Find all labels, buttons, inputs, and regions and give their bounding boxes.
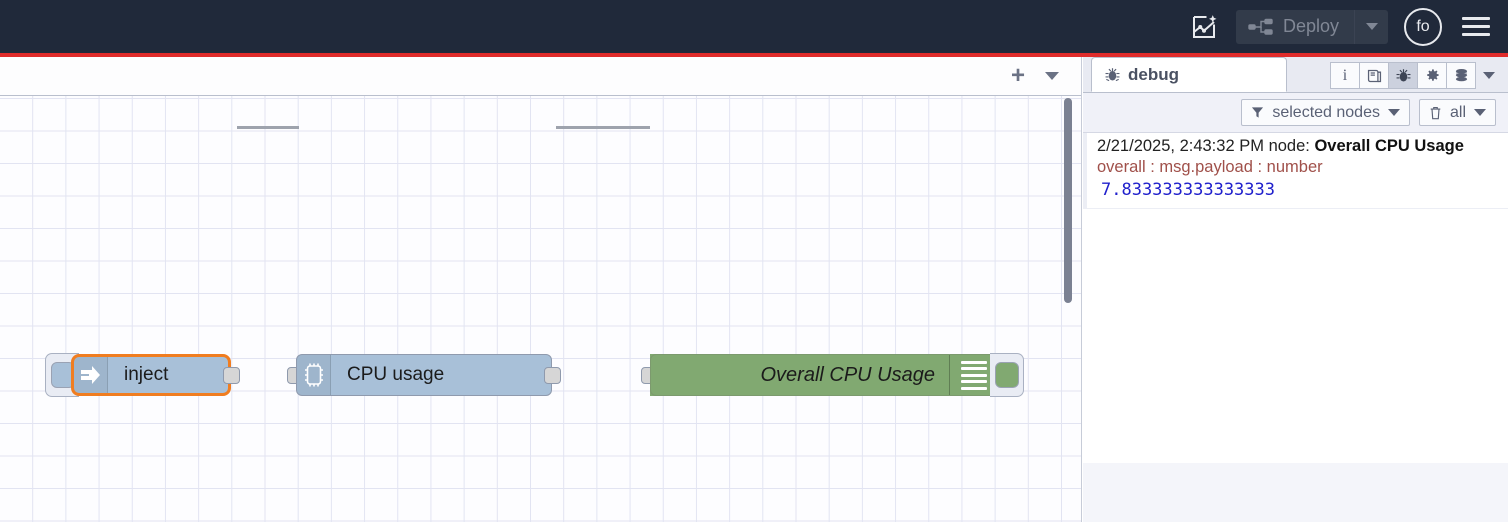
flow-workspace: + i (0, 57, 1082, 522)
flow-tabbar: + (0, 57, 1081, 96)
node-debug-label: Overall CPU Usage (760, 363, 935, 386)
context-data-icon[interactable] (1446, 62, 1476, 89)
debug-line (960, 360, 987, 364)
right-sidebar: debug i (1083, 57, 1508, 522)
debug-message-node-name[interactable]: Overall CPU Usage (1314, 137, 1464, 155)
debug-enable-toggle-button[interactable] (990, 353, 1024, 397)
node-cpu-output-port[interactable] (544, 367, 561, 384)
deploy-node-icon (1248, 18, 1274, 36)
flow-sparkle-icon[interactable] (1184, 7, 1224, 47)
node-cpu-usage[interactable]: CPU usage (287, 354, 561, 396)
hamburger-menu-icon[interactable] (1462, 12, 1490, 41)
node-cpu-body[interactable]: CPU usage (296, 354, 552, 396)
chevron-down-icon (1483, 72, 1495, 79)
header-accent-line (0, 53, 1508, 57)
debug-message-value: 7.833333333333333 (1101, 180, 1275, 200)
filter-icon (1251, 106, 1264, 119)
microchip-icon (297, 355, 331, 395)
wire-inject-to-cpu (237, 126, 299, 129)
debug-message-node-prefix: node: (1268, 137, 1315, 155)
debug-enable-square (994, 362, 1019, 388)
hamburger-bar (1462, 25, 1490, 28)
debug-message-topic: overall : msg.payload : number (1097, 158, 1323, 176)
sidebar-tool-buttons: i (1330, 62, 1508, 92)
debug-line (960, 373, 987, 377)
node-cpu-label: CPU usage (347, 364, 445, 385)
app-header: Deploy fo (0, 0, 1508, 53)
node-inject-label: inject (124, 364, 169, 385)
avatar-initials: fo (1416, 17, 1430, 35)
tab-debug-label: debug (1128, 64, 1179, 84)
inject-trigger-square (50, 362, 75, 388)
wire-cpu-to-debug (556, 126, 650, 129)
canvas-vertical-scrollbar[interactable] (1064, 98, 1072, 303)
chevron-down-icon (1387, 109, 1400, 116)
node-debug-body[interactable]: Overall CPU Usage (650, 354, 998, 396)
node-inject[interactable]: inject (45, 353, 240, 397)
debug-bug-icon[interactable] (1388, 62, 1418, 89)
hamburger-bar (1462, 33, 1490, 36)
flow-tab-menu-button[interactable] (1035, 61, 1069, 91)
debug-message-timestamp: 2/21/2025, 2:43:32 PM (1097, 137, 1264, 155)
debug-message-row[interactable]: 2/21/2025, 2:43:32 PM node: Overall CPU … (1083, 133, 1508, 209)
debug-line (960, 386, 987, 390)
library-book-icon[interactable] (1359, 62, 1389, 89)
debug-lines-icon (949, 355, 997, 395)
trash-icon (1429, 106, 1442, 120)
add-flow-tab-button[interactable]: + (1001, 61, 1035, 91)
debug-node-filter-button[interactable]: selected nodes (1241, 99, 1410, 126)
debug-line (960, 367, 987, 370)
node-inject-body[interactable]: inject (71, 354, 231, 396)
debug-line (960, 380, 987, 383)
deploy-button-main[interactable]: Deploy (1236, 10, 1354, 44)
debug-clear-button[interactable]: all (1418, 99, 1496, 126)
config-gear-icon[interactable] (1417, 62, 1447, 89)
debug-message-header: 2/21/2025, 2:43:32 PM node: Overall CPU … (1097, 137, 1500, 156)
deploy-label: Deploy (1282, 16, 1339, 36)
node-inject-output-port[interactable] (223, 367, 240, 384)
arrow-right-inject-icon (74, 357, 108, 393)
node-overall-cpu-usage[interactable]: Overall CPU Usage (641, 353, 1024, 397)
sidebar-tabrow: debug i (1083, 57, 1508, 93)
hamburger-bar (1462, 17, 1490, 20)
chevron-down-icon (1045, 72, 1059, 80)
debug-filter-row: selected nodes all (1083, 93, 1508, 133)
chevron-down-icon (1474, 109, 1486, 116)
plus-icon: + (1010, 62, 1025, 89)
debug-message-list[interactable]: 2/21/2025, 2:43:32 PM node: Overall CPU … (1083, 133, 1508, 463)
tab-debug[interactable]: debug (1091, 57, 1287, 92)
deploy-dropdown-button[interactable] (1354, 9, 1388, 44)
flow-canvas[interactable]: inject CPU usage (0, 96, 1081, 522)
chevron-down-icon (1365, 23, 1378, 30)
sidebar-tools-menu-button[interactable] (1476, 72, 1502, 79)
deploy-button[interactable]: Deploy (1235, 9, 1388, 44)
debug-node-filter-label: selected nodes (1272, 103, 1380, 121)
debug-clear-label: all (1449, 103, 1466, 121)
avatar[interactable]: fo (1404, 7, 1442, 46)
bug-icon (1104, 66, 1121, 83)
info-icon[interactable]: i (1330, 62, 1360, 89)
